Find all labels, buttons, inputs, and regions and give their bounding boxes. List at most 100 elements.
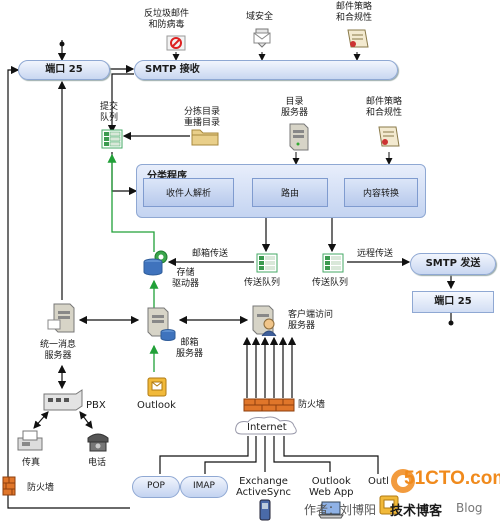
secure-envelope-icon [253, 28, 271, 48]
routing-box: 路由 [252, 178, 328, 207]
fax-label: 传真 [22, 458, 41, 468]
mailbox-server-label-line2: 服务器 [176, 349, 204, 359]
port25-right-box: 端口 25 [412, 291, 494, 313]
client-access-label-line2: 服务器 [288, 321, 316, 331]
antispam-label-line2: 和防病毒 [148, 20, 185, 30]
submission-queue-label-line2: 队列 [100, 113, 119, 123]
firewall-icon [243, 398, 295, 412]
policy-top-label-line1: 邮件策略 [336, 2, 373, 12]
server-icon [289, 123, 309, 151]
left-firewall-line [7, 498, 130, 509]
smtp-send-label: SMTP 发送 [425, 258, 481, 269]
recipient-resolution-box: 收件人解析 [143, 178, 234, 207]
firewall-icon [2, 476, 16, 496]
server-icon [47, 303, 75, 333]
queue-icon [322, 253, 344, 273]
mailbox-delivery-label: 邮箱传送 [192, 249, 229, 259]
outlook-web-app-label: Outlook Web App [309, 476, 354, 498]
exchange-activesync-label: Exchange ActiveSync [236, 476, 291, 498]
outlook-icon [147, 377, 167, 397]
content-conversion-box: 内容转换 [344, 178, 418, 207]
watermark-author: 作者：刘博阳 [304, 503, 377, 517]
mailbox-server-label: 邮箱 服务器 [176, 338, 203, 360]
store-driver-icon [143, 250, 168, 276]
laptop-icon [318, 501, 344, 519]
directory-server-label: 目录 服务器 [281, 97, 308, 119]
cas-firewall-arrows [242, 336, 297, 398]
policy-mid-label-line2: 和合规性 [366, 108, 403, 118]
directory-server-label-line1: 目录 [285, 97, 304, 107]
policy-top-label-line2: 和合规性 [336, 13, 373, 23]
imap-oval: IMAP [180, 476, 228, 498]
pickup-replay-label: 分拣目录 重播目录 [184, 107, 220, 129]
outlook-web-app-label-line2: Web App [309, 487, 354, 498]
unified-messaging-label-line1: 统一消息 [40, 340, 77, 350]
receive-to-queue-arrow [107, 73, 134, 134]
scroll-policy-icon [378, 126, 400, 147]
queue-icon [256, 253, 278, 273]
categorizer-title: 分类程序 [147, 171, 187, 182]
delivery-queue-1-label: 传送队列 [244, 278, 281, 288]
folder-icon [191, 129, 219, 146]
smtp-receive-label: SMTP 接收 [145, 64, 200, 75]
store-driver-label: 存储 驱动器 [172, 268, 199, 290]
antispam-label-line1: 反垃圾邮件 [144, 9, 190, 19]
outlook-web-app-label-line1: Outlook [311, 476, 351, 487]
antispam-label: 反垃圾邮件 和防病毒 [144, 9, 189, 31]
exchange-activesync-label-line2: ActiveSync [236, 487, 292, 498]
outlook-bottom-label: Outl [368, 476, 389, 487]
policy-mid-label: 邮件策略 和合规性 [366, 97, 402, 119]
unified-messaging-label: 统一消息 服务器 [40, 340, 76, 362]
firewall-mid-label: 防火墙 [298, 400, 326, 410]
client-access-label-line1: 客户端访问 [288, 310, 334, 320]
submission-queue-label-line1: 提交 [100, 102, 119, 112]
exchange-activesync-label-line1: Exchange [239, 476, 288, 487]
left-feed-line [7, 40, 67, 498]
pickup-replay-label-line1: 分拣目录 [184, 107, 221, 117]
mailbox-server-label-line1: 邮箱 [180, 338, 199, 348]
domain-security-label: 域安全 [246, 12, 274, 22]
watermark-logo-icon [391, 469, 415, 493]
internet-client-lines [159, 436, 379, 474]
queue-to-categorizer-arrow [111, 152, 138, 196]
smtp-send-pill: SMTP 发送 [410, 253, 496, 275]
phone-label: 电话 [88, 458, 107, 468]
cloud-icon [235, 416, 297, 435]
pbx-icon [43, 389, 83, 411]
no-entry-icon [166, 35, 186, 51]
policy-mid-label-line1: 邮件策略 [366, 97, 403, 107]
policy-top-label: 邮件策略 和合规性 [336, 2, 372, 24]
pickup-replay-label-line2: 重播目录 [184, 118, 221, 128]
pbx-label: PBX [86, 400, 106, 411]
pbx-phone-arrow [79, 411, 93, 429]
watermark-site: 51CTO.com [404, 468, 500, 489]
pop-oval: POP [132, 476, 180, 498]
store-to-queue-green-arrow [107, 153, 155, 252]
port25-top-pill: 端口 25 [18, 60, 110, 80]
watermark-blog: 技术博客 [390, 504, 443, 519]
outlook-label: Outlook [137, 400, 176, 411]
store-driver-label-line2: 驱动器 [172, 279, 200, 289]
smtp-receive-pill: SMTP 接收 [134, 60, 398, 80]
queue-icon [101, 129, 123, 149]
submission-queue-label: 提交 队列 [100, 102, 118, 124]
fax-icon [17, 430, 43, 451]
phone-icon [87, 433, 109, 452]
client-access-server-icon [252, 305, 277, 337]
firewall-left-label: 防火墙 [27, 483, 55, 493]
client-access-label: 客户端访问 服务器 [288, 310, 333, 332]
mobile-device-icon [259, 499, 271, 521]
scroll-policy-icon [347, 29, 369, 48]
watermark-blog-suffix: Blog [456, 501, 483, 515]
pbx-fax-arrow [33, 411, 49, 429]
delivery-queue-2-label: 传送队列 [312, 278, 349, 288]
remote-delivery-label: 远程传送 [357, 249, 394, 259]
port25-right-label: 端口 25 [434, 296, 472, 307]
internet-label: Internet [247, 422, 287, 433]
server-icon [147, 307, 176, 341]
outlook-icon [379, 495, 399, 515]
unified-messaging-label-line2: 服务器 [44, 351, 72, 361]
port25-top-label: 端口 25 [45, 64, 83, 75]
